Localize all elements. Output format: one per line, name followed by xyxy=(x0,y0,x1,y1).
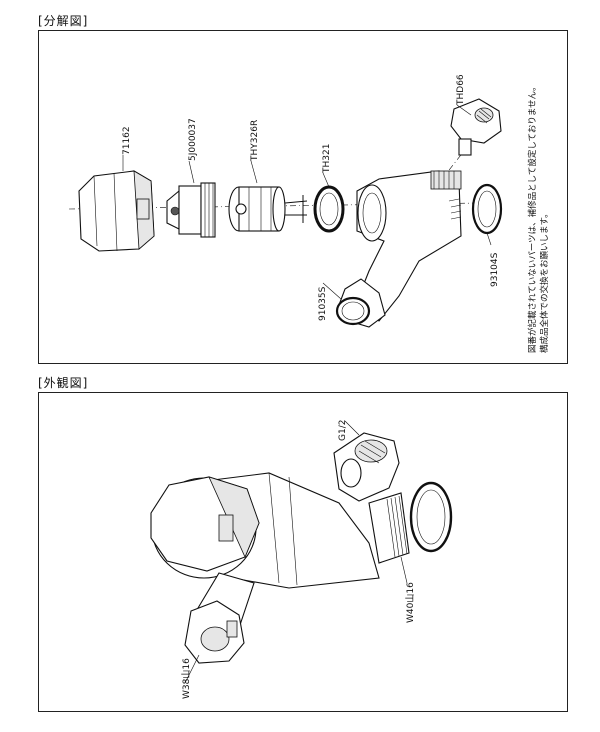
label-THD66: THD66 xyxy=(456,74,466,106)
label-5J000037: 5J000037 xyxy=(188,118,198,161)
exterior-lower-elbow xyxy=(184,572,255,664)
exploded-view-title: [分解図] xyxy=(38,14,89,28)
exploded-view-panel: 71162 5J000037 THY326R TH321 THD66 91035… xyxy=(38,30,568,364)
part-valve-THY326R xyxy=(228,186,308,232)
exploded-view-drawing: 71162 5J000037 THY326R TH321 THD66 91035… xyxy=(68,74,550,353)
label-w40-16: W40山16 xyxy=(405,582,416,623)
exterior-inlet xyxy=(333,432,400,502)
note-line-2: 構成品全体での交換をお願いします。 xyxy=(539,209,550,353)
part-cartridge-5J000037 xyxy=(166,182,216,238)
exterior-view-title: [外観図] xyxy=(38,376,89,390)
label-THY326R: THY326R xyxy=(250,120,260,162)
label-93104S: 93104S xyxy=(490,252,500,287)
exterior-outlet xyxy=(368,492,410,564)
label-TH321: TH321 xyxy=(322,144,332,174)
label-w38-16: W38山16 xyxy=(181,658,192,699)
exterior-gasket xyxy=(409,481,453,553)
part-gasket-91035S xyxy=(335,296,371,326)
label-g1-2: G1/2 xyxy=(338,420,348,441)
exterior-main-body xyxy=(150,472,380,589)
label-71162: 71162 xyxy=(122,126,132,155)
part-gasket-93104S xyxy=(471,183,503,235)
label-91035S: 91035S xyxy=(318,286,328,321)
exterior-view-drawing: G1/2 W40山16 W38山16 xyxy=(150,420,453,699)
part-oring-TH321 xyxy=(313,185,345,233)
note-line-1: 図番が記載されていないパーツは、補修品として設定しておりません。 xyxy=(527,82,538,353)
exterior-view-panel: G1/2 W40山16 W38山16 xyxy=(38,392,568,712)
part-strainer-THD66 xyxy=(450,98,502,156)
part-cap-71162 xyxy=(78,170,155,252)
